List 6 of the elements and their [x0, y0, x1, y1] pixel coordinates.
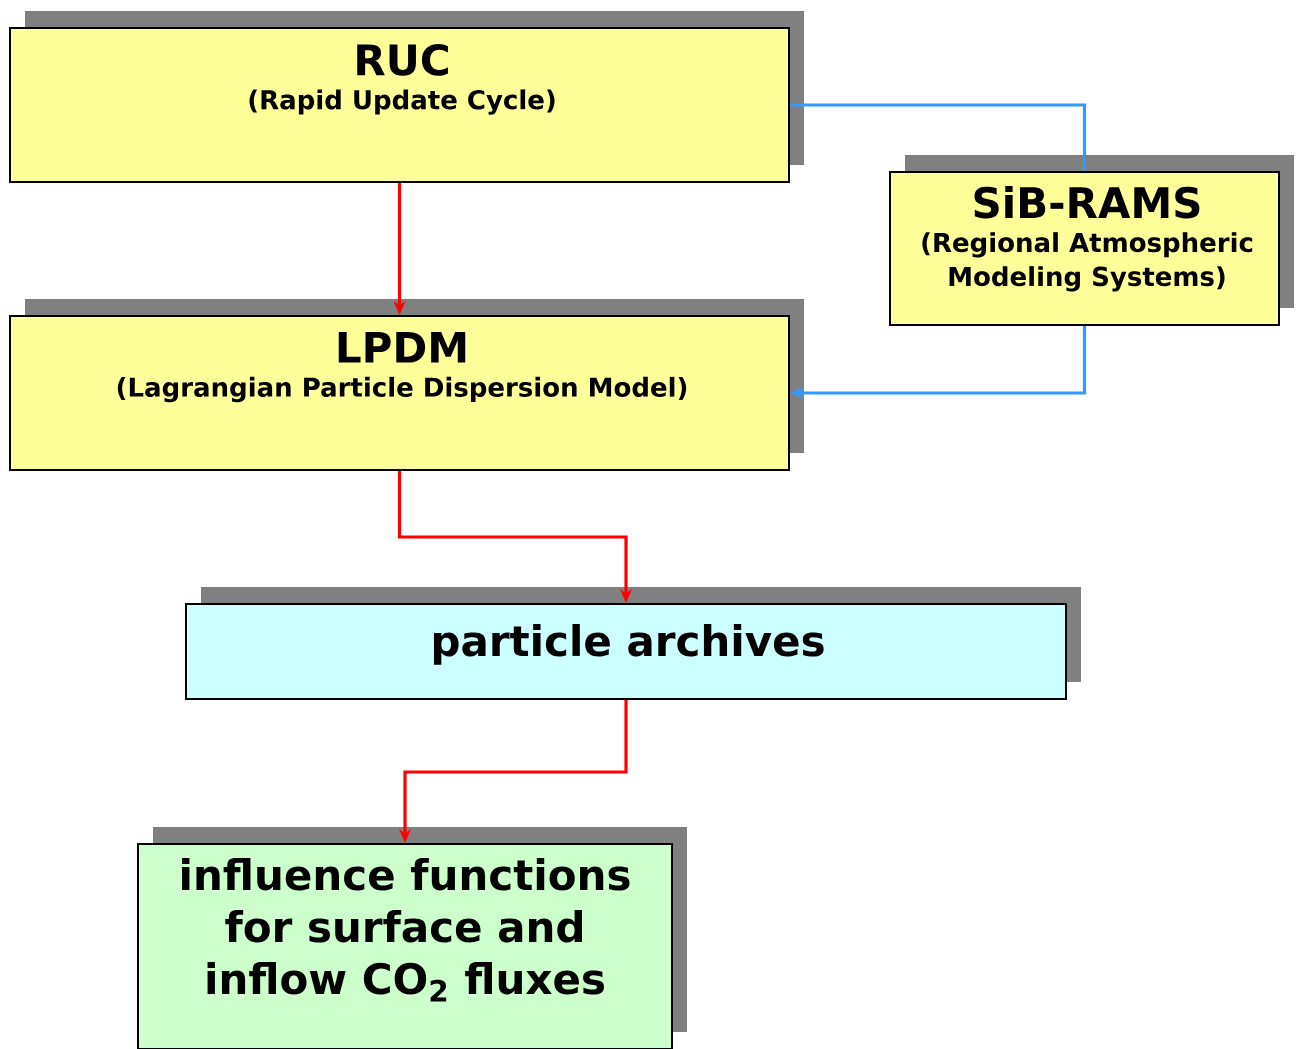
connector-line: [790, 103, 1087, 171]
process-box: influence functions for surface and inflow CO$_{2}$ fluxes: [137, 827, 687, 1049]
process-box: SiB-RAMS (Regional Atmospheric Modeling Systems): [889, 155, 1294, 326]
process-box: RUC (Rapid Update Cycle): [9, 11, 804, 183]
process-box: LPDM (Lagrangian Particle Dispersion Model): [9, 299, 804, 471]
process-box: particle archives: [185, 587, 1081, 700]
